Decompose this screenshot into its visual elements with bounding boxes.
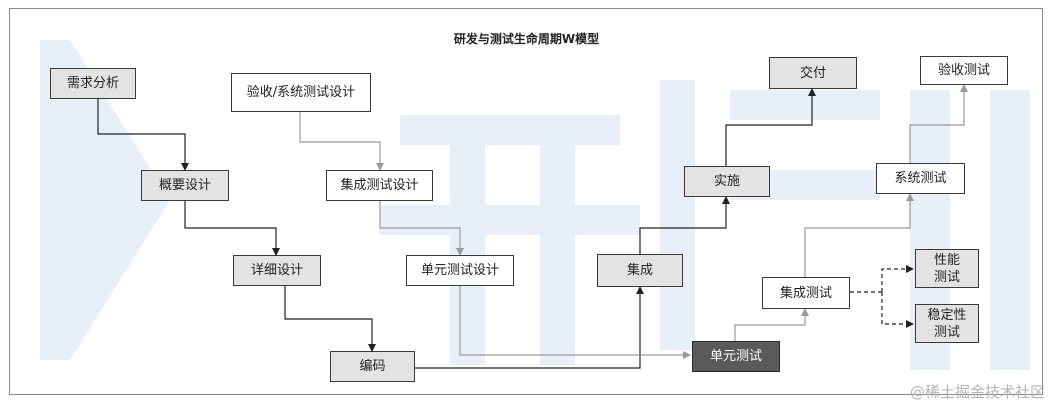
edge-system-test-to-acceptance-test [909, 84, 968, 163]
node-delivery: 交付 [769, 57, 857, 89]
node-integration-test-design: 集成测试设计 [326, 170, 433, 201]
bg-char-stroke [540, 115, 575, 365]
node-performance-test: 性能 测试 [915, 249, 979, 288]
node-requirements-analysis: 需求分析 [50, 68, 136, 99]
node-acceptance-system-test-design: 验收/系统测试设计 [231, 73, 371, 112]
edge-integration-design-to-unit-design [379, 201, 464, 256]
bg-char-stroke [380, 205, 640, 235]
edge-coding-to-integration [415, 286, 644, 369]
diagram-frame [9, 8, 1043, 395]
edge-to-stability-test [881, 292, 914, 328]
edge-to-performance-test [881, 265, 914, 292]
edge-integration-to-implementation [639, 196, 730, 254]
bg-char-stroke [990, 90, 1030, 370]
node-stability-test: 稳定性 测试 [915, 304, 979, 343]
node-outline-design: 概要设计 [141, 170, 229, 201]
node-integration-test: 集成测试 [762, 277, 850, 309]
node-unit-test-design: 单元测试设计 [406, 255, 514, 286]
source-watermark: @稀土掘金技术社区 [909, 383, 1045, 401]
edge-detailed-to-coding [284, 286, 376, 352]
node-unit-test: 单元测试 [692, 341, 780, 372]
bg-char-stroke [730, 90, 880, 120]
node-system-test: 系统测试 [876, 163, 965, 194]
bg-char-stroke [450, 115, 485, 365]
edge-implementation-to-delivery [725, 88, 816, 166]
diagram-title: 研发与测试生命周期W模型 [453, 32, 600, 46]
edge-acceptance-design-to-integration-design [299, 112, 384, 171]
edge-unit-test-to-integration-test [734, 308, 809, 341]
bg-logo-shape [40, 40, 170, 360]
edge-unit-design-to-unit-test [459, 286, 691, 359]
node-detailed-design: 详细设计 [233, 255, 321, 286]
bg-char-stroke [660, 80, 695, 350]
node-acceptance-test: 验收测试 [920, 56, 1008, 85]
edge-requirements-to-outline [97, 99, 189, 171]
node-coding: 编码 [330, 351, 415, 382]
edge-outline-to-detailed [184, 201, 280, 256]
edge-integration-test-to-system-test [804, 193, 914, 277]
node-integration: 集成 [597, 254, 683, 287]
node-implementation: 实施 [684, 166, 770, 197]
bg-char-stroke [400, 115, 620, 145]
